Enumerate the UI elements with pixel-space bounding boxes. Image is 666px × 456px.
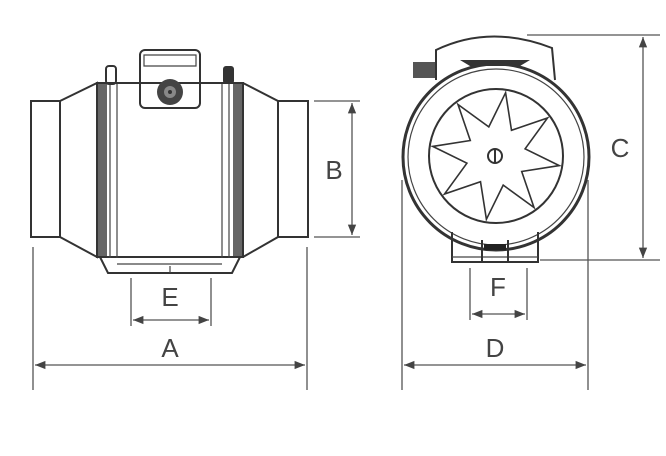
- label-c: C: [611, 133, 630, 163]
- impeller-ring: [428, 88, 564, 224]
- label-e: E: [161, 282, 178, 312]
- junction-box: [139, 49, 201, 109]
- left-band: [98, 84, 107, 256]
- base-mount: [451, 232, 539, 263]
- left-cone: [59, 81, 98, 259]
- label-f: F: [490, 272, 506, 302]
- right-cone: [242, 82, 279, 258]
- impeller-blades: [430, 90, 562, 222]
- left-bolt: [105, 65, 117, 85]
- left-collar: [30, 100, 61, 238]
- front-view: [401, 35, 591, 263]
- label-a: A: [161, 333, 179, 363]
- body: [96, 82, 244, 258]
- label-d: D: [486, 333, 505, 363]
- side-view: [30, 49, 309, 274]
- right-collar: [277, 100, 309, 238]
- top-cap: [435, 35, 556, 81]
- dimension-lines: [32, 34, 660, 390]
- right-bolt: [223, 66, 234, 84]
- label-b: B: [325, 155, 342, 185]
- clamp-tab: [413, 62, 435, 78]
- right-band: [233, 84, 242, 256]
